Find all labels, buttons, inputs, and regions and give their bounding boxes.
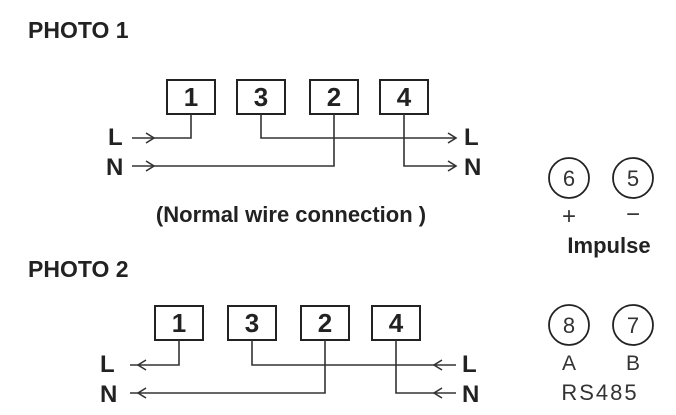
photo2-arrow-l-left <box>136 359 147 371</box>
photo2-wire-n-left <box>130 340 326 394</box>
rs485-terminal-circle-8 <box>548 304 590 346</box>
rs485-letter-b: B <box>626 352 640 375</box>
photo2-terminal-box-2 <box>300 305 350 341</box>
photo2-terminal-box-3 <box>227 305 277 341</box>
photo2-terminal-box-4 <box>371 305 421 341</box>
rs485-terminal-circle-7 <box>612 304 654 346</box>
photo2-terminal-label-3: 3 <box>245 308 259 338</box>
photo2-arrow-n-right <box>432 387 443 399</box>
rs485-group: 8 7 A B RS485 <box>548 304 654 405</box>
photo2-right-label-n: N <box>462 381 479 408</box>
rs485-terminal-label-7: 7 <box>627 313 639 338</box>
photo1-wire-l-in <box>132 114 192 139</box>
photo2-terminal-box-1 <box>154 305 204 341</box>
impulse-minus-sign: − <box>626 201 640 228</box>
photo2-wire-l-left <box>130 340 180 366</box>
photo1-arrow-n-in <box>145 160 156 172</box>
photo2-arrow-l-right <box>432 359 443 371</box>
impulse-group: 6 5 + − Impulse <box>548 157 654 258</box>
photo1-terminal-label-4: 4 <box>397 82 412 112</box>
photo2-left-label-l: L <box>100 351 115 378</box>
impulse-label: Impulse <box>567 233 650 258</box>
photo1-left-label-n: N <box>106 154 123 181</box>
impulse-terminal-circle-6 <box>548 157 590 199</box>
photo2-heading: PHOTO 2 <box>28 256 129 282</box>
rs485-letter-a: A <box>562 352 576 375</box>
photo2-right-label-l: L <box>462 351 477 378</box>
photo1-arrow-n-out <box>447 160 458 172</box>
photo1-heading: PHOTO 1 <box>28 17 129 43</box>
photo1-wire-n-out <box>403 114 456 167</box>
impulse-terminal-label-5: 5 <box>627 166 639 191</box>
photo2-wire-n-right <box>395 340 456 394</box>
photo2-group: PHOTO 2 1 3 2 4 L N L N <box>28 256 479 408</box>
photo2-terminal-label-2: 2 <box>318 308 332 338</box>
photo1-terminal-label-2: 2 <box>327 82 341 112</box>
impulse-terminal-circle-5 <box>612 157 654 199</box>
photo1-group: PHOTO 1 1 3 2 4 L N L N (Normal wire con… <box>28 17 481 227</box>
impulse-plus-sign: + <box>562 203 576 230</box>
photo1-arrow-l-out <box>447 132 458 144</box>
photo1-caption: (Normal wire connection ) <box>156 202 426 227</box>
photo1-right-label-l: L <box>464 124 479 151</box>
photo1-wire-n-in <box>132 114 335 167</box>
photo1-arrow-l-in <box>145 132 156 144</box>
photo1-right-label-n: N <box>464 154 481 181</box>
rs485-label: RS485 <box>561 380 638 405</box>
photo2-arrow-n-left <box>136 387 147 399</box>
impulse-terminal-label-6: 6 <box>563 166 575 191</box>
photo2-left-label-n: N <box>100 381 117 408</box>
rs485-terminal-label-8: 8 <box>563 313 575 338</box>
photo1-terminal-label-3: 3 <box>254 82 268 112</box>
photo2-wire-l-right <box>251 340 456 366</box>
photo1-wire-l-out <box>260 114 456 139</box>
photo1-terminal-label-1: 1 <box>184 82 198 112</box>
photo2-terminal-label-1: 1 <box>172 308 186 338</box>
photo1-left-label-l: L <box>108 124 123 151</box>
photo2-terminal-label-4: 4 <box>389 308 404 338</box>
photo1-terminal-box-4 <box>379 79 429 115</box>
